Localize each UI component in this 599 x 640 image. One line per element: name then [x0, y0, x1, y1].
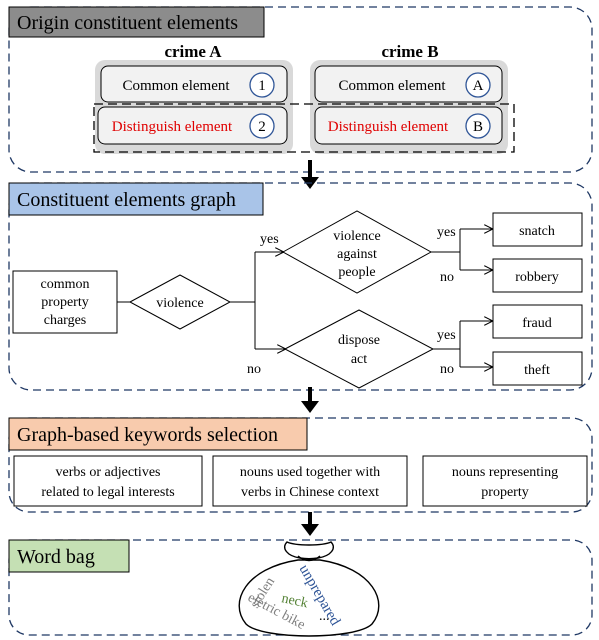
keyword-box-legal-interests-line-1: verbs or adjectives — [56, 465, 161, 480]
fraud-node — [492, 304, 583, 339]
keyword-box-chinese-context — [212, 455, 408, 507]
theft-label: theft — [524, 363, 550, 378]
snatch-node — [492, 212, 583, 247]
crime-a-distinguish-marker-circle — [249, 113, 275, 139]
keywords-section-frame — [8, 417, 593, 513]
robbery-label: robbery — [515, 270, 559, 285]
section-arrow-2 — [301, 387, 319, 413]
graph-section-frame — [8, 182, 593, 391]
keywords-section-title: Graph-based keywords selection — [17, 424, 278, 446]
keyword-box-property — [422, 455, 588, 507]
dispose-act-line-2: act — [351, 352, 367, 367]
violence-against-people-line-2: against — [337, 247, 377, 262]
wordbag-section-frame — [8, 539, 593, 636]
crime-a-distinguish-element-label: Distinguish element — [112, 119, 233, 135]
crime-a-common-marker: 1 — [258, 78, 266, 94]
keyword-box-legal-interests-line-2: related to legal interests — [41, 485, 174, 500]
graph-section-title: Constituent elements graph — [17, 189, 236, 211]
common-property-charges-line-2: property — [41, 295, 88, 310]
dispose-act-line-1: dispose — [338, 333, 380, 348]
crime-b-common-element-label: Common element — [338, 78, 446, 94]
wordbag-section-header — [8, 539, 130, 573]
wordbag-section: Word bag stolen unprepared neck eletric … — [8, 539, 593, 637]
violence-node-label: violence — [156, 296, 203, 311]
origin-section: Origin constituent elements crime A Comm… — [8, 6, 593, 173]
word-bag-icon — [238, 541, 380, 637]
snatch-label: snatch — [519, 224, 555, 239]
edge-label-no-lower: no — [247, 362, 261, 377]
crime-a-common-element-box — [100, 65, 288, 103]
keyword-box-chinese-context-line-2: verbs in Chinese context — [241, 485, 379, 500]
common-property-charges-line-1: common — [41, 277, 90, 292]
origin-section-header — [8, 6, 265, 38]
crime-b-distinguish-element-label: Distinguish element — [328, 119, 449, 135]
keyword-box-property-line-2: property — [481, 485, 528, 500]
edge-label-yes-upper: yes — [260, 232, 279, 247]
crime-b-distinguish-marker-circle — [465, 113, 491, 139]
edge-label-yes-fraud: yes — [437, 328, 456, 343]
dispose-act-node — [283, 309, 435, 389]
keyword-box-chinese-context-line-1: nouns used together with — [240, 465, 380, 480]
crime-b-common-element-box — [314, 65, 503, 103]
edge-label-yes-snatch: yes — [437, 225, 456, 240]
section-arrow-1 — [301, 160, 319, 189]
edge-label-no-theft: no — [440, 362, 454, 377]
robbery-node — [492, 258, 583, 293]
crime-b-common-marker: A — [473, 78, 484, 94]
theft-node — [492, 351, 583, 386]
keywords-section-header — [8, 417, 308, 451]
crime-b-distinguish-element-box — [314, 106, 503, 145]
word-ellipsis: ... — [319, 609, 330, 624]
fraud-label: fraud — [522, 316, 552, 331]
origin-section-title: Origin constituent elements — [17, 12, 238, 34]
violence-against-people-line-1: violence — [333, 229, 380, 244]
keyword-box-property-line-1: nouns representing — [452, 465, 558, 480]
crime-a-title: crime A — [164, 42, 222, 61]
graph-section: Constituent elements graph common proper… — [8, 182, 593, 391]
crime-b-distinguish-marker: B — [473, 119, 483, 135]
edge-label-no-robbery: no — [440, 270, 454, 285]
crime-a-common-element-label: Common element — [122, 78, 230, 94]
distinguish-highlight-frame — [93, 103, 515, 153]
keywords-section: Graph-based keywords selection verbs or … — [8, 417, 593, 513]
violence-against-people-line-3: people — [338, 265, 375, 280]
crime-a-distinguish-element-box — [97, 106, 288, 145]
common-property-charges-line-3: charges — [44, 313, 87, 328]
common-property-charges-node — [12, 270, 118, 334]
keyword-box-legal-interests — [13, 455, 203, 507]
crime-b-title: crime B — [381, 42, 438, 61]
crime-b-common-marker-circle — [465, 72, 491, 98]
word-neck: neck — [280, 591, 309, 611]
graph-section-header — [8, 182, 264, 216]
crime-a-distinguish-marker: 2 — [258, 119, 266, 135]
crime-a-common-marker-circle — [249, 72, 275, 98]
section-arrow-3 — [301, 512, 319, 536]
wordbag-section-title: Word bag — [17, 546, 95, 568]
